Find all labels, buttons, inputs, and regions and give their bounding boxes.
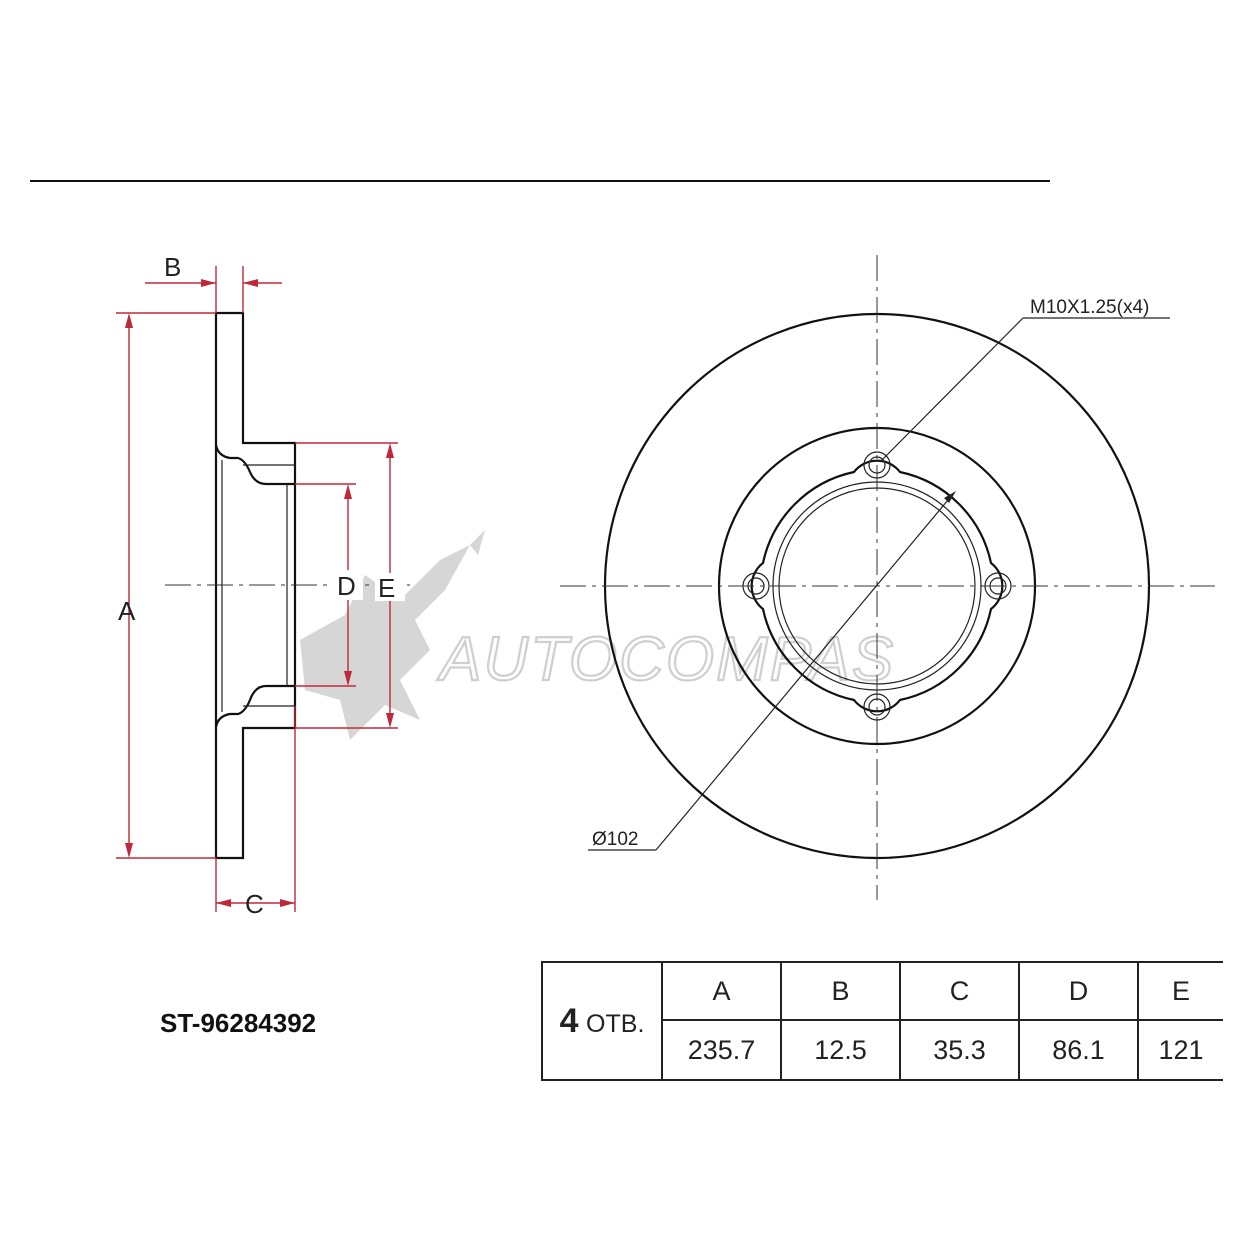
header-e: E	[1137, 961, 1223, 1021]
bolt-hole-count: 4 ОТВ.	[541, 961, 663, 1081]
pcd-callout: Ø102	[588, 491, 956, 851]
header-d: D	[1018, 961, 1139, 1021]
dim-label-a: A	[118, 596, 136, 626]
dimension-d: D	[295, 483, 363, 687]
side-section-view	[165, 311, 410, 860]
bolt-hole-number: 4	[559, 1001, 579, 1040]
bolt-hole-unit: ОТВ.	[586, 1009, 645, 1038]
value-e: 121	[1137, 1019, 1223, 1081]
value-b: 12.5	[780, 1019, 901, 1081]
thread-callout: M10X1.25(x4)	[879, 297, 1170, 463]
value-a: 235.7	[661, 1019, 782, 1081]
header-b: B	[780, 961, 901, 1021]
front-view	[560, 255, 1215, 900]
part-number: ST-96284392	[160, 1008, 317, 1038]
dim-label-e: E	[378, 573, 395, 603]
thread-spec: M10X1.25(x4)	[1030, 297, 1149, 318]
watermark-logo	[300, 530, 485, 740]
dimension-b: B	[145, 252, 282, 313]
value-d: 86.1	[1018, 1019, 1139, 1081]
spec-value-row: 235.7 12.5 35.3 86.1 121	[542, 1019, 1223, 1081]
header-c: C	[899, 961, 1020, 1021]
hub-outline	[750, 459, 1004, 713]
dimension-a: A	[116, 312, 216, 859]
dim-label-b: B	[164, 252, 181, 282]
spec-header-row: 4 ОТВ. A B C D E	[541, 961, 1223, 1081]
dimension-e: E	[295, 442, 405, 729]
dimension-c: C	[215, 706, 296, 919]
header-a: A	[661, 961, 782, 1021]
dim-label-d: D	[337, 571, 356, 601]
watermark-text: AUTOCOMPAS	[436, 625, 895, 694]
value-c: 35.3	[899, 1019, 1020, 1081]
spec-table: 4 ОТВ. A B C D E 235.7 12.5 35.3 86.1 12…	[541, 961, 1223, 1081]
pcd-spec: Ø102	[592, 829, 638, 850]
dim-label-c: C	[245, 889, 264, 919]
